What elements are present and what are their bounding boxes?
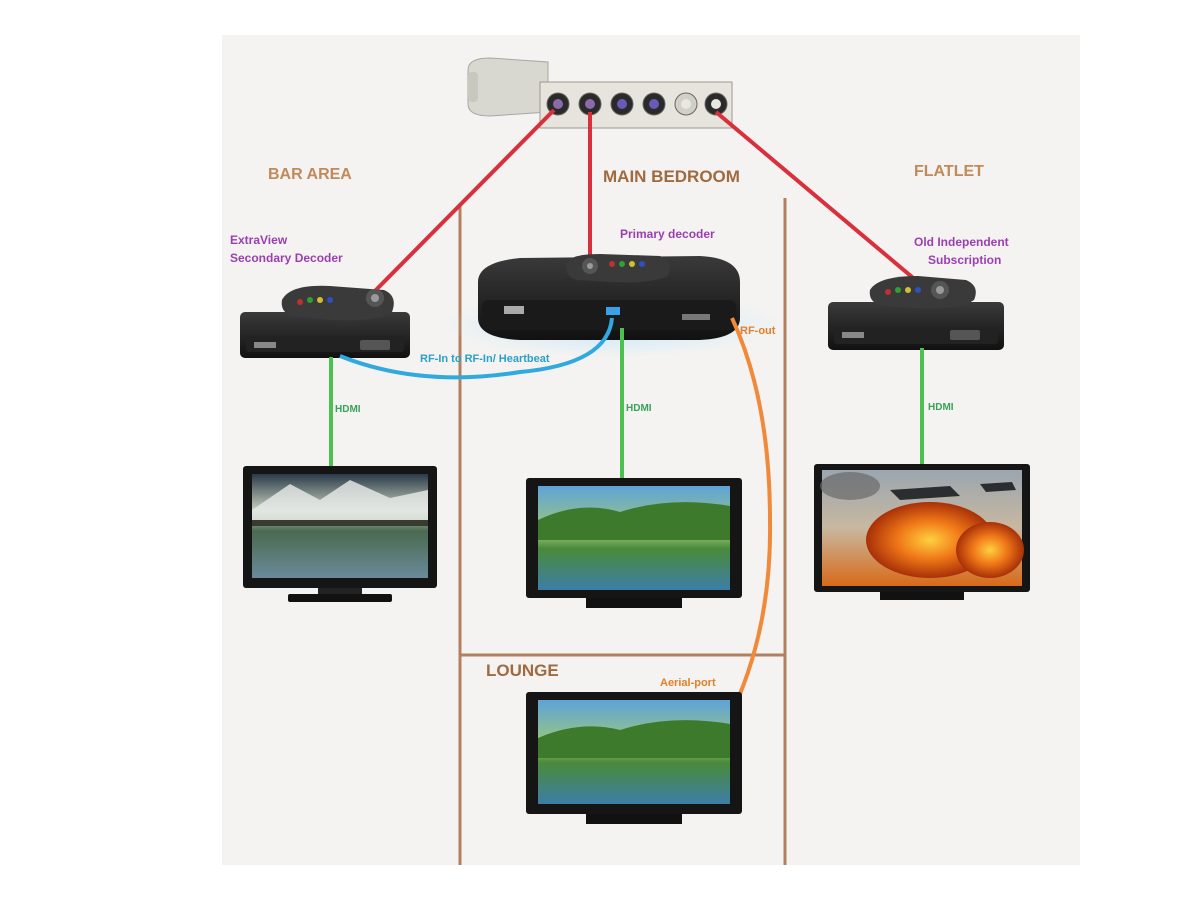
rf-out-cable <box>720 317 773 733</box>
decoder-icon <box>240 312 410 358</box>
hdmi-label-main-bedroom: HDMI <box>626 403 652 414</box>
room-label-flatlet: FLATLET <box>914 163 984 180</box>
tv-icon <box>243 466 437 602</box>
room-label-lounge: LOUNGE <box>486 661 559 680</box>
independent-decoder-label-2: Subscription <box>928 253 1001 267</box>
remote-icon <box>281 285 394 321</box>
tv-icon <box>526 478 742 608</box>
hdmi-cables <box>329 328 924 486</box>
remote-icon <box>869 276 976 309</box>
room-label-main-bedroom: MAIN BEDROOM <box>603 167 740 186</box>
rf-link-cable <box>339 317 614 380</box>
secondary-decoder-label-1: ExtraView <box>230 233 288 247</box>
secondary-decoder-label-2: Secondary Decoder <box>230 251 343 265</box>
decoder-icon <box>478 256 740 340</box>
rf-out-label: RF-out <box>740 325 776 337</box>
tv-icon <box>526 692 742 824</box>
remote-icon <box>566 254 670 283</box>
room-label-bar-area: BAR AREA <box>268 166 352 183</box>
satellite-cables <box>366 108 920 300</box>
aerial-port-label: Aerial-port <box>660 677 716 689</box>
lnb-dish-icon <box>467 57 733 129</box>
primary-decoder-label: Primary decoder <box>620 227 715 241</box>
rf-link-label: RF-In to RF-In/ Heartbeat <box>420 353 550 365</box>
tv-icon <box>814 464 1030 600</box>
decoder-icon <box>828 302 1004 350</box>
hdmi-label-flatlet: HDMI <box>928 402 954 413</box>
independent-decoder-label-1: Old Independent <box>914 235 1009 249</box>
hdmi-label-bar-area: HDMI <box>335 404 361 415</box>
